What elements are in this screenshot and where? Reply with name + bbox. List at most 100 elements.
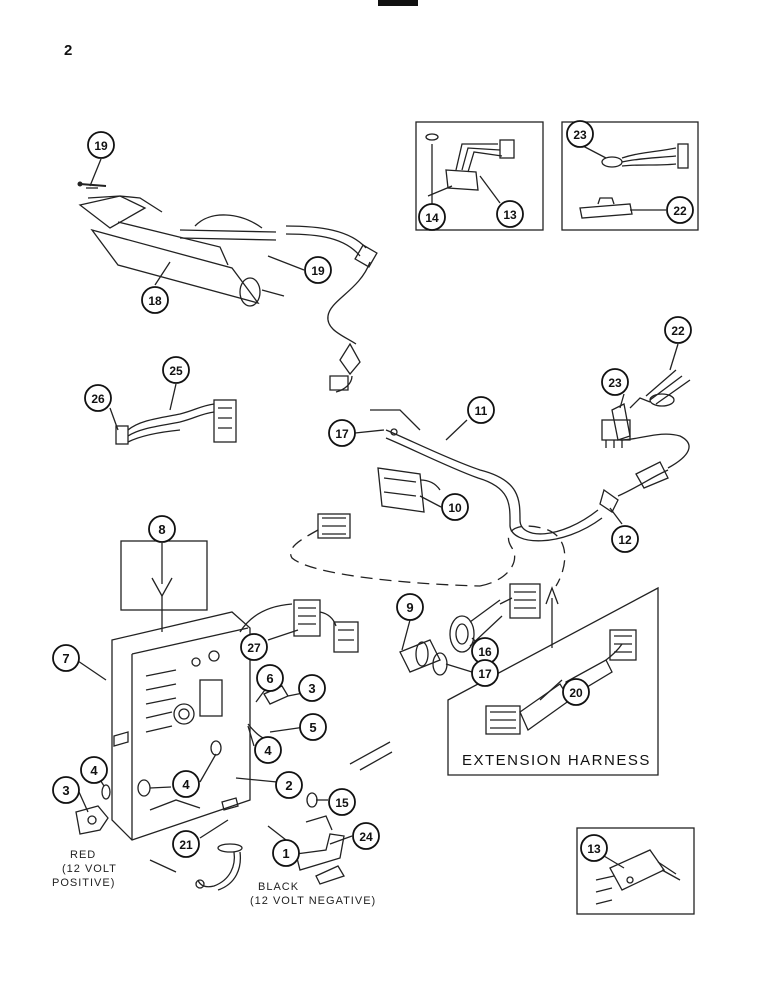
callout-circle xyxy=(84,384,112,412)
callout-number: 24 xyxy=(359,830,373,844)
callout-number: 3 xyxy=(62,783,69,798)
callout-number: 4 xyxy=(90,763,98,778)
callout-number: 6 xyxy=(266,671,273,686)
callout-c4b: 4 xyxy=(172,770,200,798)
battery-cables xyxy=(149,851,242,891)
inset-box-connector-13 xyxy=(415,121,544,231)
callout-circle xyxy=(299,713,327,741)
callout-circle xyxy=(240,633,268,661)
callout-circle xyxy=(298,674,326,702)
callout-c14: 14 xyxy=(418,203,446,231)
callout-c13b: 13 xyxy=(580,834,608,862)
red-positive-label: POSITIVE) xyxy=(52,877,116,889)
callout-circle xyxy=(272,839,300,867)
callout-circle xyxy=(396,593,424,621)
callout-c5: 5 xyxy=(299,713,327,741)
callout-c12: 12 xyxy=(611,525,639,553)
callout-c9: 9 xyxy=(396,593,424,621)
callout-c17b: 17 xyxy=(471,659,499,687)
callout-circle xyxy=(275,771,303,799)
callout-number: 18 xyxy=(148,294,162,308)
callout-number: 3 xyxy=(308,681,315,696)
callout-number: 25 xyxy=(169,364,183,378)
callout-circle xyxy=(467,396,495,424)
callout-number: 27 xyxy=(247,641,261,655)
callout-circle xyxy=(566,120,594,148)
callout-c23b: 23 xyxy=(601,368,629,396)
callout-c16: 16 xyxy=(471,637,499,665)
callout-c10: 10 xyxy=(441,493,469,521)
callout-number: 14 xyxy=(425,211,439,225)
callout-circle xyxy=(141,286,169,314)
callout-c8: 8 xyxy=(148,515,176,543)
callout-circle xyxy=(328,788,356,816)
callout-c2: 2 xyxy=(275,771,303,799)
callout-circle xyxy=(172,830,200,858)
callout-c20: 20 xyxy=(562,678,590,706)
callout-c7: 7 xyxy=(52,644,80,672)
callout-circle xyxy=(601,368,629,396)
callout-number: 22 xyxy=(671,324,685,338)
callout-number: 21 xyxy=(179,838,193,852)
callout-circle xyxy=(580,834,608,862)
callout-number: 12 xyxy=(618,533,632,547)
dashed-harness xyxy=(290,525,566,587)
callout-circle xyxy=(148,515,176,543)
callout-c4a: 4 xyxy=(254,736,282,764)
connector-9 xyxy=(399,639,441,673)
callout-number: 22 xyxy=(673,204,687,218)
inset-22-23-connector xyxy=(579,143,689,219)
callout-number: 20 xyxy=(569,686,583,700)
main-wire-harness xyxy=(285,225,378,393)
harness-25 xyxy=(115,399,237,445)
callout-circle xyxy=(162,356,190,384)
callout-number: 5 xyxy=(309,720,316,735)
callout-circle xyxy=(304,256,332,284)
callout-number: 17 xyxy=(335,427,349,441)
callout-c26: 26 xyxy=(84,384,112,412)
callout-c19b: 19 xyxy=(304,256,332,284)
callout-c22a: 22 xyxy=(666,196,694,224)
callout-number: 9 xyxy=(406,600,413,615)
callout-circle xyxy=(80,756,108,784)
callout-number: 1 xyxy=(282,846,289,861)
callout-circle xyxy=(52,644,80,672)
callout-c18: 18 xyxy=(141,286,169,314)
callout-number: 23 xyxy=(573,128,587,142)
callout-c25: 25 xyxy=(162,356,190,384)
callout-c3a: 3 xyxy=(298,674,326,702)
callout-circle xyxy=(172,770,200,798)
inset-box-connector-22-23 xyxy=(561,121,699,231)
harness-27 xyxy=(239,599,359,653)
cable-11 xyxy=(370,409,690,542)
callout-circle xyxy=(611,525,639,553)
callout-c19a: 19 xyxy=(87,131,115,159)
callout-number: 19 xyxy=(311,264,325,278)
callout-number: 17 xyxy=(478,667,492,681)
black-label: BLACK xyxy=(258,881,300,893)
callout-circle xyxy=(256,664,284,692)
control-box xyxy=(111,611,251,841)
callout-c15: 15 xyxy=(328,788,356,816)
module-10 xyxy=(377,467,441,513)
callout-number: 8 xyxy=(158,522,165,537)
callout-c21: 21 xyxy=(172,830,200,858)
extension-harness-label: EXTENSION HARNESS xyxy=(462,752,651,769)
red-voltage-label: (12 VOLT xyxy=(62,863,117,875)
inset-13-bottom-detail xyxy=(595,849,681,905)
actuator-assembly xyxy=(78,195,285,307)
callout-circle xyxy=(562,678,590,706)
screw-19 xyxy=(77,181,107,187)
callout-number: 2 xyxy=(285,778,292,793)
callout-number: 13 xyxy=(503,208,517,222)
callout-circle xyxy=(664,316,692,344)
callout-circle xyxy=(666,196,694,224)
callout-number: 26 xyxy=(91,392,105,406)
red-label: RED xyxy=(70,849,97,861)
callout-circle xyxy=(352,822,380,850)
callout-circle xyxy=(471,659,499,687)
callout-c23a: 23 xyxy=(566,120,594,148)
callout-number: 15 xyxy=(335,796,349,810)
